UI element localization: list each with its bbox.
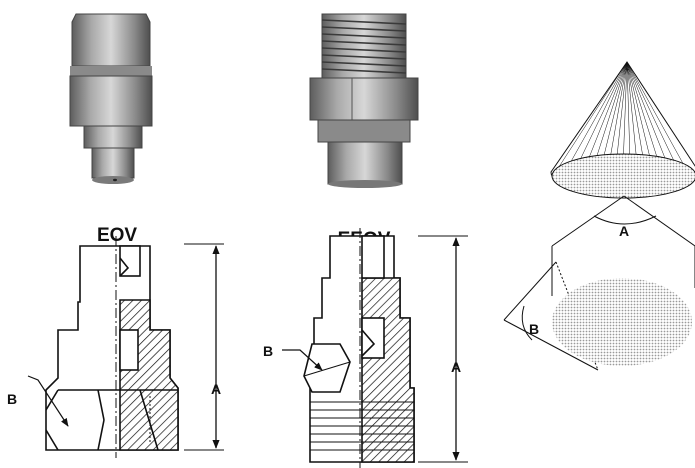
spray-angle-a-label: A	[619, 223, 629, 239]
eeov-dimension-a-label: A	[451, 359, 461, 375]
eeov-photo	[309, 13, 419, 188]
eeov-dimension-b-label: B	[263, 343, 273, 359]
eov-title: EOV	[97, 225, 137, 246]
eov-dimension-b-label: B	[7, 391, 17, 407]
spray-angle-b-label: B	[529, 321, 539, 337]
eeov-dimension-b-arrow	[282, 349, 323, 371]
eov-dimension-a-label: A	[211, 381, 221, 397]
spray-cone-illustration	[550, 61, 695, 199]
eeov-section-drawing	[303, 228, 468, 468]
eov-dimension-b-arrow	[27, 375, 69, 427]
eov-section-drawing	[45, 236, 224, 458]
spray-angle-diagram	[503, 195, 695, 371]
eov-photo	[69, 13, 153, 184]
